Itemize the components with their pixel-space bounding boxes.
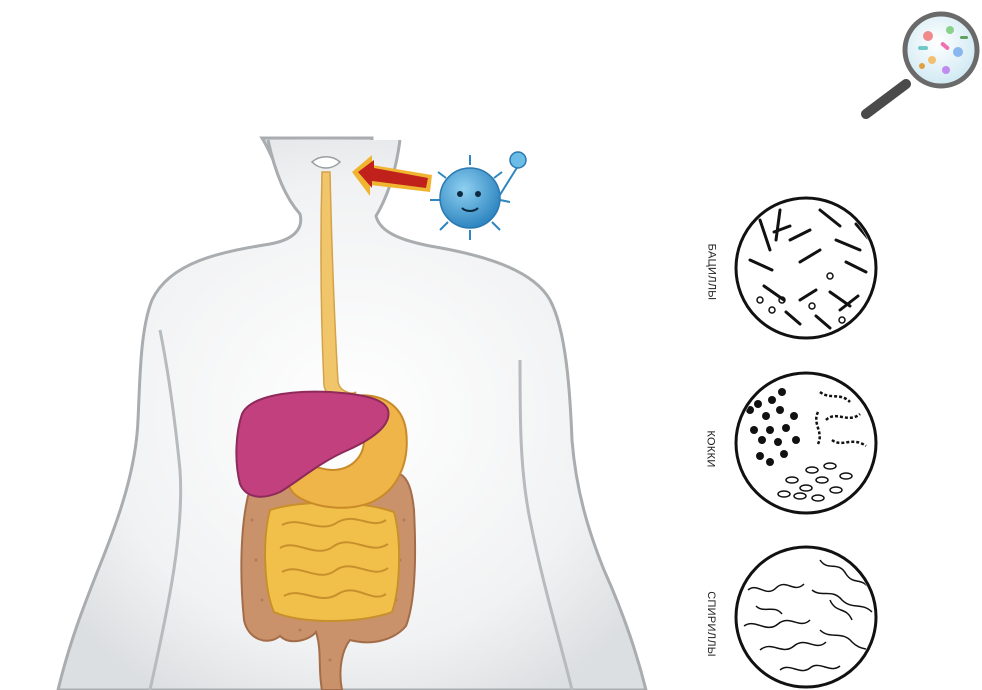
label-spirilla: СПИРИЛЛЫ [705, 591, 717, 657]
magnifier-with-bacteria-icon [866, 14, 977, 114]
spirilla-micrograph-icon [736, 547, 876, 687]
small-intestine [265, 503, 399, 621]
label-bacilli: БАЦИЛЛЫ [705, 244, 717, 301]
bacilli-micrograph-icon [736, 198, 876, 338]
label-cocci: КОККИ [705, 430, 717, 467]
germ-character-icon [430, 152, 526, 240]
cocci-micrograph-icon [736, 373, 876, 513]
